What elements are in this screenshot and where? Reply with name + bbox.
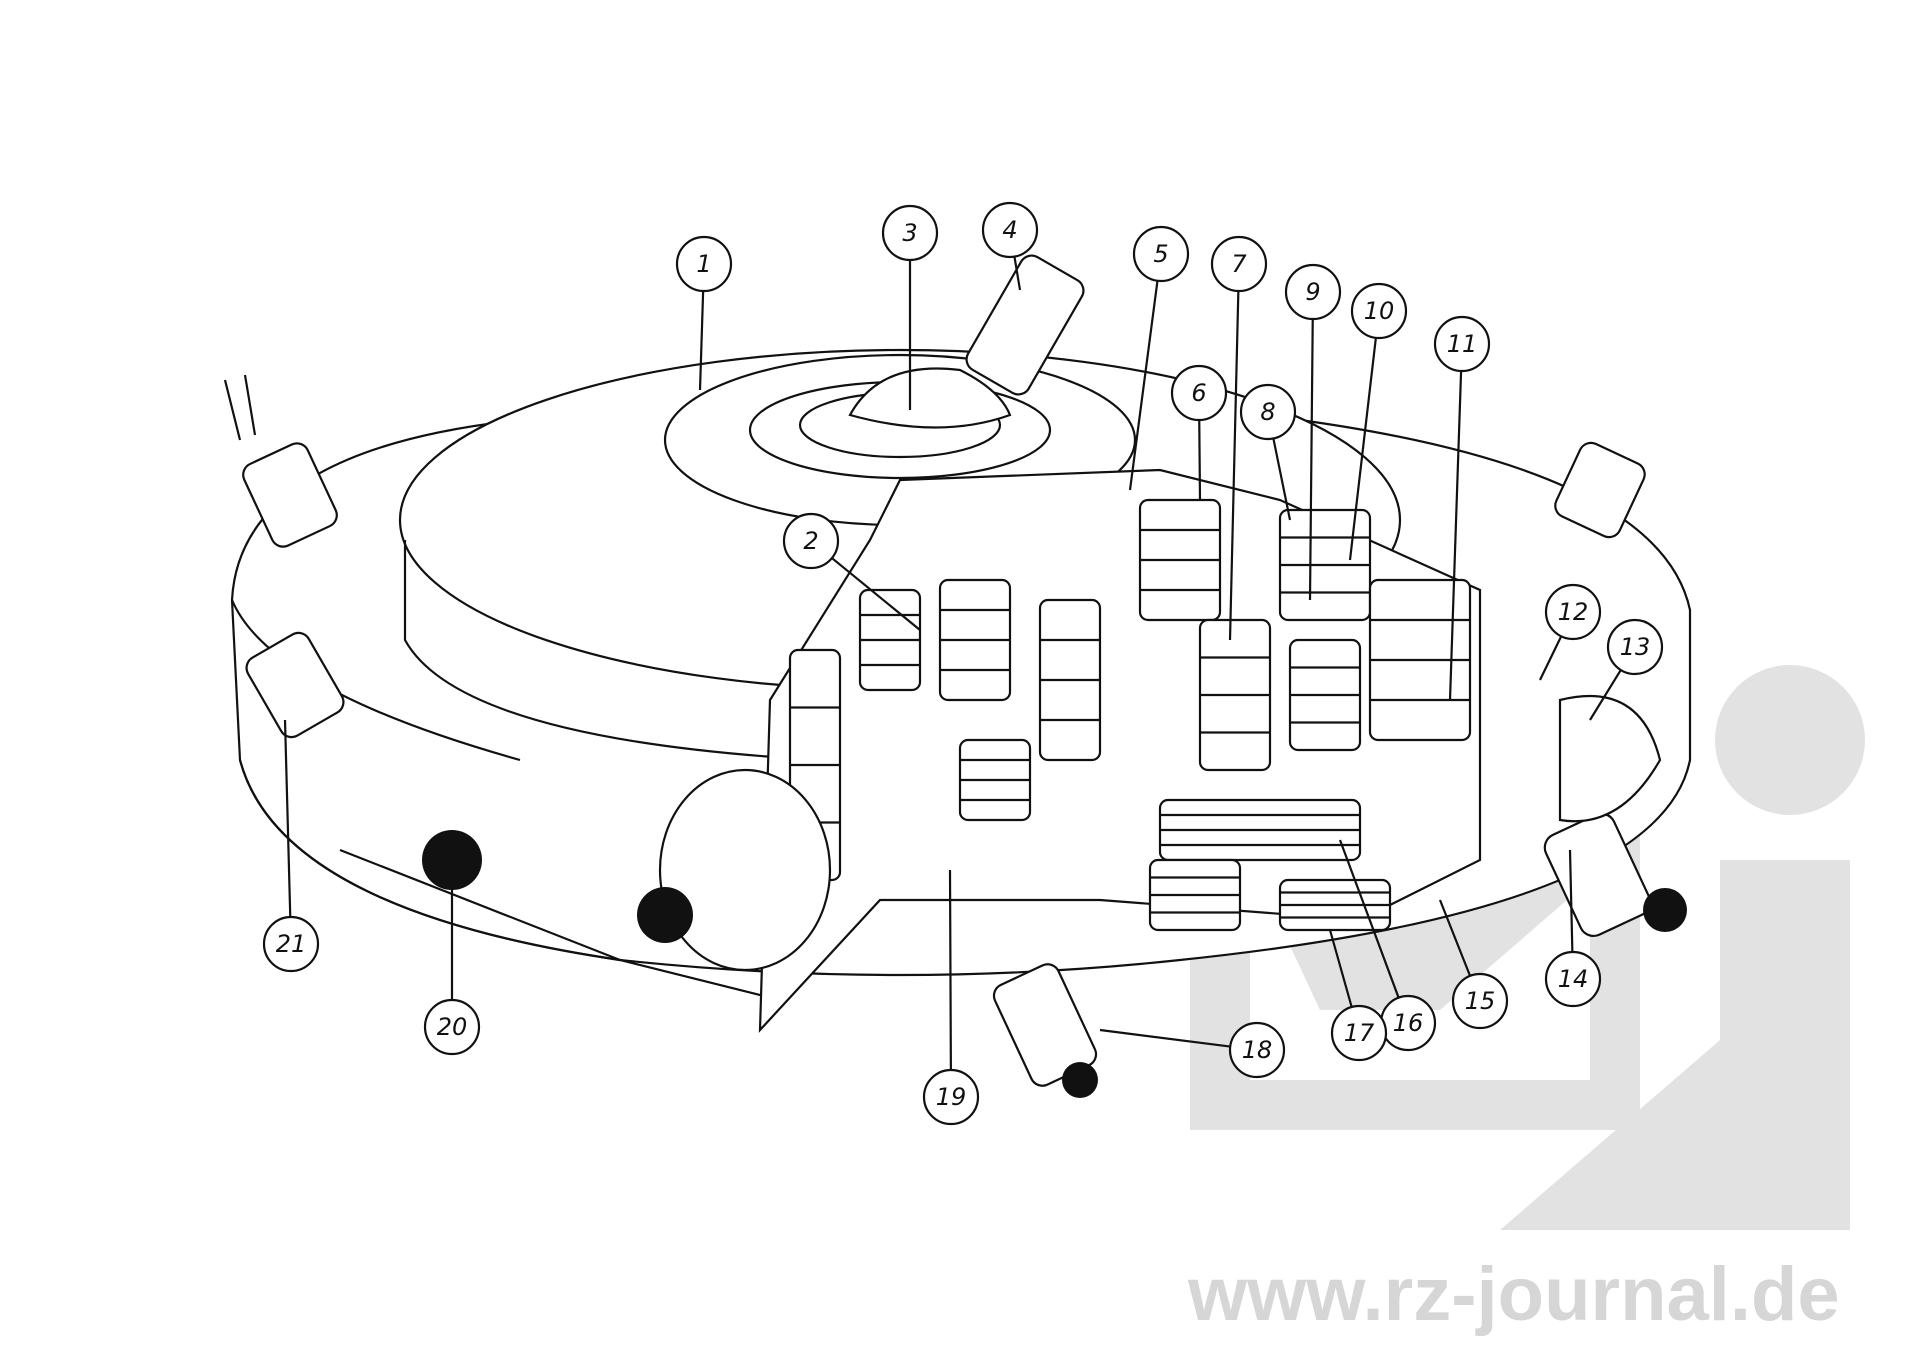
callout-circle: [1544, 583, 1602, 641]
leader-line: [1228, 290, 1240, 641]
callout-circle: [1210, 235, 1268, 293]
leader-line: [1568, 849, 1574, 953]
callout-14: 14: [1544, 849, 1602, 1008]
station-body: [223, 254, 1692, 1098]
port-front: [637, 768, 832, 972]
leader-line: [1272, 438, 1292, 521]
callout-8: 8: [1239, 383, 1297, 521]
callout-circle: [262, 915, 320, 973]
leader-line: [1099, 1028, 1231, 1048]
callout-4: 4: [981, 201, 1039, 291]
hatch-window: [422, 830, 482, 890]
leader-line: [1308, 318, 1314, 601]
callout-number: 14: [1558, 965, 1589, 993]
callout-number: 11: [1447, 330, 1478, 358]
internal-modules: [788, 498, 1472, 932]
callout-circle: [1606, 618, 1664, 676]
watermark-text: www.rz-journal.de: [1187, 1252, 1840, 1337]
callout-15: 15: [1438, 899, 1509, 1030]
callout-number: 20: [437, 1013, 468, 1041]
callout-circle: [981, 201, 1039, 259]
callout-number: 16: [1393, 1009, 1424, 1037]
leader-line: [1539, 635, 1563, 681]
callout-number: 1: [696, 250, 711, 278]
callout-circle: [1544, 950, 1602, 1008]
port-bottom: [992, 963, 1098, 1098]
port-top: [965, 254, 1085, 396]
callout-circle: [423, 998, 481, 1056]
leader-line: [1438, 899, 1472, 977]
callout-number: 13: [1620, 633, 1651, 661]
leader-line: [1589, 669, 1622, 721]
port-upper-right: [1554, 441, 1646, 539]
callout-21: 21: [262, 719, 320, 973]
callout-number: 18: [1242, 1036, 1273, 1064]
callout-circle: [675, 235, 733, 293]
callout-number: 7: [1231, 250, 1247, 278]
leader-line: [1013, 256, 1022, 291]
callout-3: 3: [881, 204, 939, 410]
callout-7: 7: [1210, 235, 1268, 641]
callout-number: 19: [936, 1083, 967, 1111]
callout-number: 5: [1153, 240, 1168, 268]
callout-circle: [1228, 1021, 1286, 1079]
callout-17: 17: [1328, 929, 1388, 1062]
callout-2: 2: [782, 512, 921, 631]
callout-number: 3: [902, 219, 917, 247]
port-upper-left: [223, 374, 338, 548]
callout-number: 8: [1260, 398, 1275, 426]
callout-circle: [1132, 225, 1190, 283]
callout-16: 16: [1338, 839, 1437, 1052]
callout-5: 5: [1128, 225, 1190, 491]
callout-number: 6: [1191, 379, 1206, 407]
callout-circle: [1170, 364, 1228, 422]
leader-line: [1338, 839, 1400, 999]
leader-line: [1348, 337, 1377, 561]
callout-circle: [1330, 1004, 1388, 1062]
callout-number: 10: [1364, 297, 1395, 325]
callout-9: 9: [1284, 263, 1342, 601]
callout-circle: [782, 512, 840, 570]
leader-line: [1128, 280, 1159, 491]
callout-number: 15: [1465, 987, 1496, 1015]
leader-line: [698, 290, 705, 391]
callout-circle: [1350, 282, 1408, 340]
callout-number: 17: [1344, 1019, 1375, 1047]
callout-1: 1: [675, 235, 733, 391]
callout-12: 12: [1539, 583, 1602, 681]
callout-10: 10: [1348, 282, 1408, 561]
callout-number: 9: [1305, 278, 1320, 306]
callout-number: 2: [803, 527, 818, 555]
callout-circle: [881, 204, 939, 262]
leader-line: [831, 557, 921, 631]
callout-19: 19: [922, 869, 980, 1126]
leader-line: [1328, 929, 1353, 1008]
callout-11: 11: [1433, 315, 1491, 701]
callout-number: 21: [276, 930, 307, 958]
leader-line: [283, 719, 292, 918]
callout-number: 4: [1002, 216, 1017, 244]
callout-20: 20: [423, 880, 481, 1056]
leader-line: [1198, 419, 1202, 501]
callout-6: 6: [1170, 364, 1228, 501]
callout-13: 13: [1589, 618, 1664, 721]
leader-line: [1448, 370, 1463, 701]
callout-number: 12: [1558, 598, 1589, 626]
leader-line: [948, 869, 952, 1071]
port-left: [245, 631, 345, 739]
callout-circle: [1433, 315, 1491, 373]
callout-18: 18: [1099, 1021, 1286, 1079]
callout-circle: [1284, 263, 1342, 321]
callout-circle: [1239, 383, 1297, 441]
callout-circle: [922, 1068, 980, 1126]
callout-circle: [1451, 972, 1509, 1030]
